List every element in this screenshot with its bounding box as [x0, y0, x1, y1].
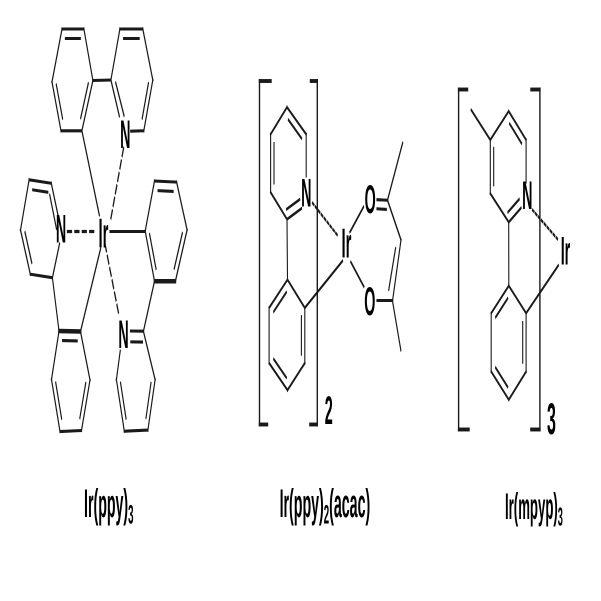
- svg-text:O: O: [364, 280, 375, 324]
- svg-text:N: N: [120, 114, 130, 158]
- svg-text:N: N: [56, 208, 66, 252]
- svg-text:(acac): (acac): [329, 482, 370, 526]
- svg-text:N: N: [301, 172, 311, 216]
- svg-text:N: N: [522, 174, 532, 218]
- svg-text:3: 3: [128, 501, 133, 530]
- svg-text:Ir(ppy): Ir(ppy): [84, 482, 128, 526]
- svg-text:N: N: [118, 313, 128, 357]
- svg-text:Ir(mpyp): Ir(mpyp): [505, 486, 558, 527]
- svg-text:Ir(ppy): Ir(ppy): [280, 482, 324, 526]
- svg-text:2: 2: [324, 501, 329, 530]
- svg-text:2: 2: [325, 389, 333, 433]
- svg-text:3: 3: [558, 504, 563, 532]
- svg-text:Ir: Ir: [342, 220, 352, 267]
- svg-text:3: 3: [547, 395, 556, 444]
- svg-text:Ir: Ir: [561, 230, 571, 274]
- svg-text:O: O: [365, 178, 376, 222]
- svg-text:Ir: Ir: [99, 210, 109, 257]
